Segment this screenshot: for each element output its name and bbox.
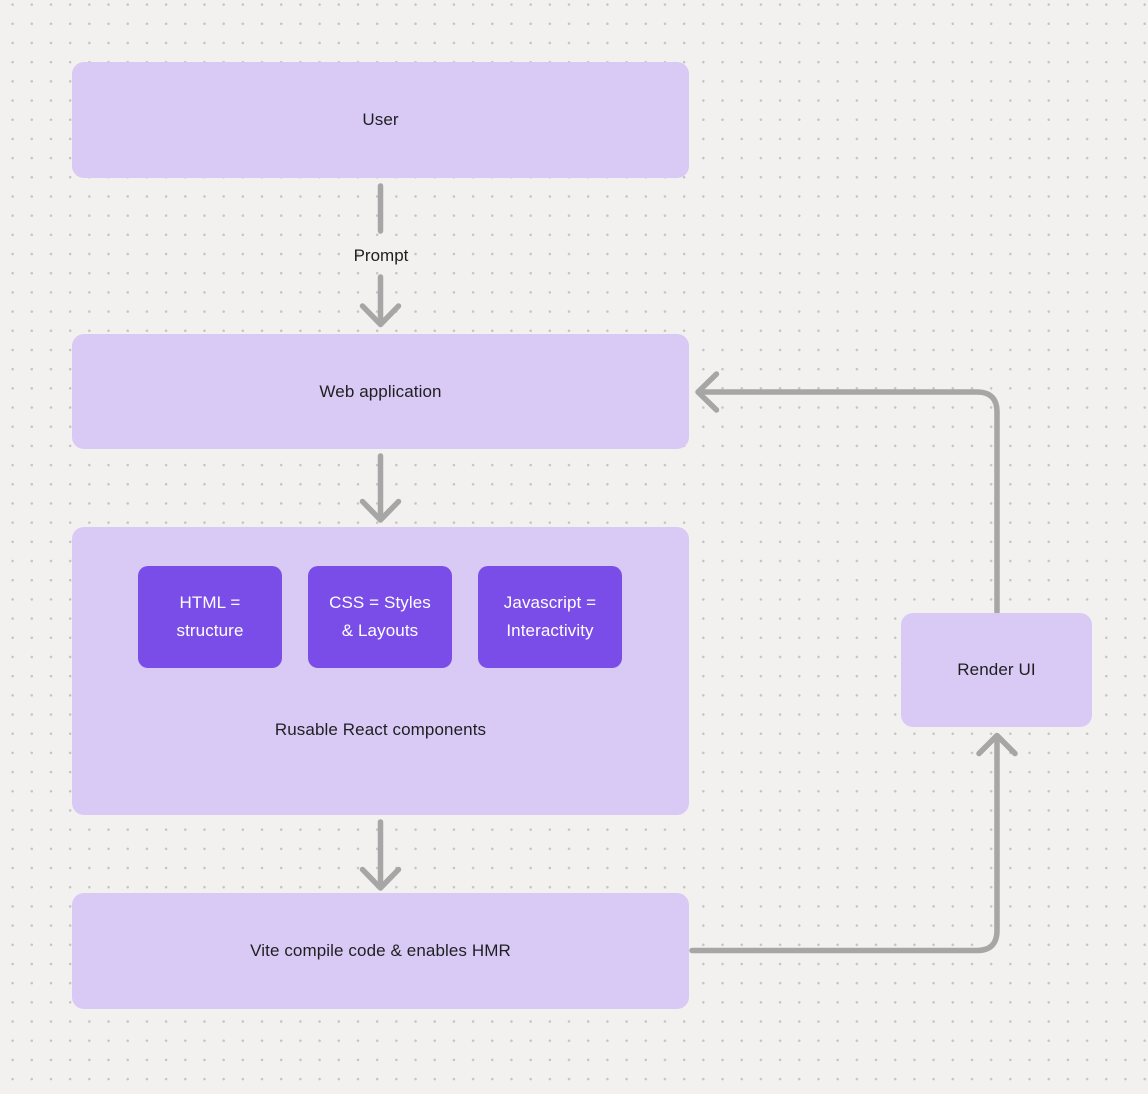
- node-web-application-label: Web application: [319, 381, 442, 401]
- node-user[interactable]: User: [72, 62, 689, 178]
- edge-webapp-to-components: [359, 453, 402, 523]
- node-js-line1: Javascript =: [503, 593, 597, 612]
- components-group-label: Rusable React components: [274, 720, 487, 739]
- node-css-styles[interactable]: CSS = Styles & Layouts: [308, 566, 452, 668]
- edge-components-to-vite: [359, 819, 402, 891]
- node-html-structure[interactable]: HTML = structure: [138, 566, 282, 668]
- node-javascript-interactivity[interactable]: Javascript = Interactivity: [478, 566, 622, 668]
- node-render-ui[interactable]: Render UI: [901, 613, 1092, 727]
- node-html-line1: HTML =: [179, 593, 241, 612]
- node-html-line2: structure: [176, 621, 244, 640]
- edge-vite-to-renderui: [689, 732, 1018, 954]
- edge-label-prompt: Prompt: [353, 246, 409, 265]
- node-js-line2: Interactivity: [506, 621, 594, 640]
- node-css-line2: & Layouts: [341, 621, 419, 640]
- node-css-line1: CSS = Styles: [329, 593, 431, 612]
- node-components-group[interactable]: HTML = structure CSS = Styles & Layouts …: [72, 527, 689, 815]
- edge-renderui-to-webapp: [695, 371, 1000, 615]
- node-vite[interactable]: Vite compile code & enables HMR: [72, 893, 689, 1009]
- node-vite-label: Vite compile code & enables HMR: [250, 941, 511, 960]
- node-web-application[interactable]: Web application: [72, 334, 689, 449]
- node-user-label: User: [362, 110, 399, 129]
- node-render-ui-label: Render UI: [957, 660, 1036, 679]
